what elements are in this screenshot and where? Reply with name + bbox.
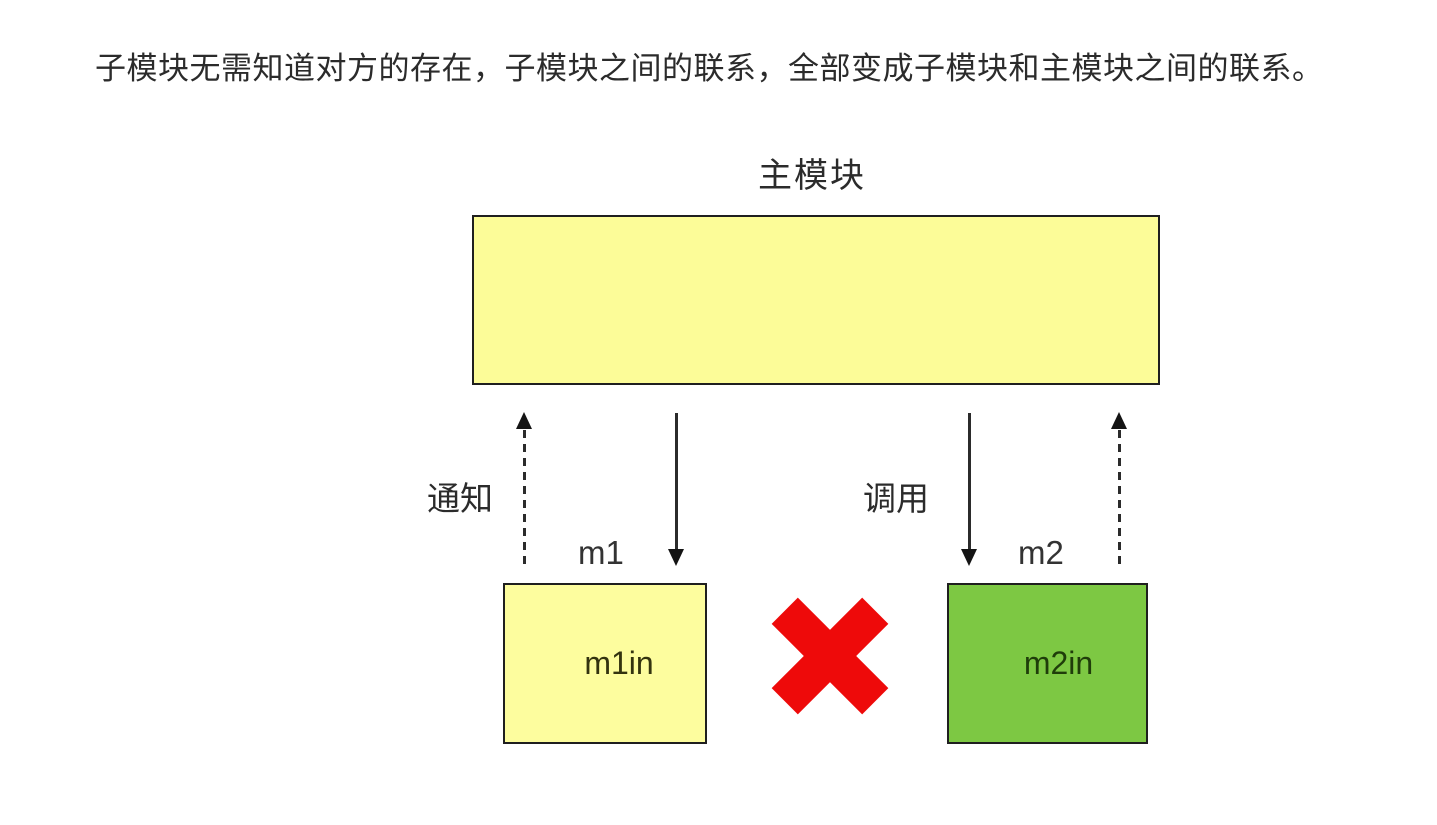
notify-label: 通知 bbox=[427, 480, 493, 517]
notify-dashed-arrow-m1 bbox=[523, 430, 526, 568]
m2-box-text: m2in bbox=[1023, 645, 1094, 681]
down-arrow-head-icon bbox=[961, 549, 977, 566]
notify-dashed-arrow-m2 bbox=[1118, 430, 1121, 568]
call-solid-arrow-m1 bbox=[675, 413, 678, 551]
forbidden-cross-icon bbox=[771, 597, 889, 715]
main-module-box bbox=[472, 215, 1160, 385]
page-title: 子模块无需知道对方的存在，子模块之间的联系，全部变成子模块和主模块之间的联系。 bbox=[95, 51, 1324, 86]
m2-label: m2 bbox=[1018, 534, 1064, 571]
call-label: 调用 bbox=[863, 480, 929, 517]
m1-box-text: m1in bbox=[584, 645, 654, 681]
up-arrow-head-icon bbox=[516, 412, 532, 429]
m1-module-box: m1in bbox=[503, 583, 707, 744]
up-arrow-head-icon bbox=[1111, 412, 1127, 429]
main-module-label: 主模块 bbox=[758, 157, 866, 195]
m2-module-box: m2in bbox=[947, 583, 1148, 744]
m1-label: m1 bbox=[578, 534, 624, 571]
call-solid-arrow-m2 bbox=[968, 413, 971, 551]
down-arrow-head-icon bbox=[668, 549, 684, 566]
